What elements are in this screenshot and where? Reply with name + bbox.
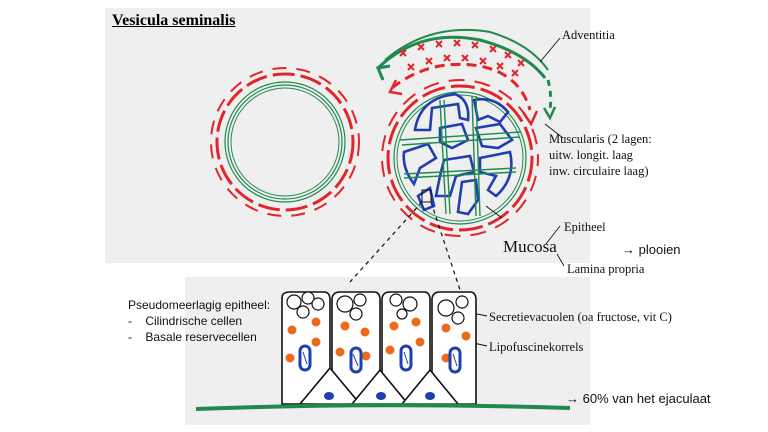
bullet: - [128, 330, 132, 344]
label-mucosa: Mucosa [503, 237, 557, 256]
item-text: Cilindrische cellen [145, 314, 243, 328]
left-outer-red-ring-2 [210, 67, 360, 217]
adventitia-dash-right [546, 79, 553, 111]
right-green-ring-2 [396, 94, 524, 222]
right-outer-red-ring [386, 84, 534, 232]
right-green-ring [393, 91, 527, 225]
label-epitheel: Epitheel [564, 220, 606, 234]
label-muscularis-3: inw. circulaire laag) [549, 164, 649, 178]
lamina-propria-lines [399, 95, 521, 217]
basement-membrane [195, 403, 571, 411]
label-adventitia: Adventitia [562, 28, 615, 42]
muscularis-longitudinal-crosses [399, 39, 525, 77]
adventitia-band-2 [384, 28, 549, 71]
left-green-ring-2 [227, 84, 343, 200]
zoom-box [421, 189, 432, 203]
label-plooien: → plooien [622, 242, 681, 257]
muscularis-arrowhead-right [521, 110, 539, 127]
epithelium-item-2: - Basale reservecellen [128, 330, 257, 345]
page-title: Vesicula seminalis [112, 12, 236, 29]
zoom-line-left [349, 201, 423, 283]
left-outer-red-ring [215, 72, 355, 212]
bullet: - [128, 314, 132, 328]
epithelium-heading: Pseudomeerlagig epitheel: [128, 298, 271, 312]
label-muscularis-1: Muscularis (2 lagen: [549, 132, 652, 146]
secretory-vacuoles [286, 291, 469, 325]
adventitia-arrowhead-right [542, 106, 557, 121]
epithelium-item-1: - Cilindrische cellen [128, 314, 242, 329]
muscularis-arrowhead-left [388, 79, 403, 96]
left-cross-section [210, 67, 360, 217]
right-cross-section [375, 28, 557, 237]
label-muscularis-2: uitw. longit. laag [549, 148, 633, 162]
label-lipofuscine: Lipofuscinekorrels [489, 340, 584, 354]
right-outer-red-ring-2 [381, 79, 539, 237]
label-secretievacuolen: Secretievacuolen (oa fructose, vit C) [489, 310, 672, 324]
left-green-ring-3 [230, 87, 340, 197]
item-text: Basale reservecellen [145, 330, 257, 344]
zoom-line-right [430, 201, 463, 297]
label-ejaculaat: → 60% van het ejaculaat [566, 391, 711, 406]
adventitia-band [376, 35, 547, 79]
adventitia-arrow-left [375, 64, 391, 81]
mucosa-folds [402, 92, 514, 216]
epithelium-detail [195, 291, 571, 411]
label-lamina-propria: Lamina propria [567, 262, 645, 276]
left-green-ring [224, 81, 346, 203]
lipofuscin-granules [285, 317, 471, 363]
